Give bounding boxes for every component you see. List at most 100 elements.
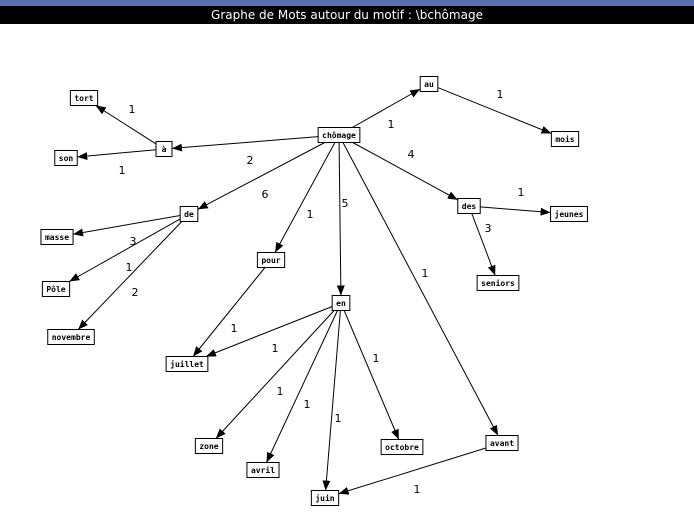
graph-edge-de-novembre — [77, 221, 183, 330]
graph-edge-weight: 1 — [335, 412, 342, 425]
graph-node-box — [246, 462, 280, 478]
window-top-strip — [0, 0, 694, 6]
graph-node-novembre: novembre — [47, 329, 95, 345]
graph-edge-weight: 1 — [129, 103, 136, 116]
graph-edge-weight: 1 — [272, 342, 279, 355]
graph-edge-weight: 1 — [304, 398, 311, 411]
graph-node-label: tort — [74, 94, 93, 103]
graph-node-box — [47, 329, 95, 345]
graph-edge-a-son — [77, 149, 157, 161]
graph-edge-en-juin — [322, 310, 341, 491]
graph-node-label: juin — [315, 493, 334, 503]
graph-edge-weight: 3 — [130, 235, 137, 248]
graph-edge-weight: 1 — [277, 385, 284, 398]
graph-edge-chomage-au — [351, 88, 421, 128]
graph-title: Graphe de Mots autour du motif : \bchôma… — [211, 8, 483, 22]
graph-node-label: de — [184, 210, 194, 219]
graph-node-masse: masse — [40, 229, 74, 245]
graph-edge-chomage-a — [171, 136, 319, 152]
graph-edge-weight: 1 — [373, 352, 380, 365]
graph-node-label: masse — [45, 233, 69, 242]
graph-edge-weight: 1 — [307, 208, 314, 221]
graph-edge-en-avril — [266, 310, 338, 463]
graph-edge-chomage-en — [336, 142, 345, 296]
graph-node-label: juillet — [170, 359, 204, 369]
graph-node-box — [485, 435, 519, 451]
graph-node-box — [179, 206, 199, 222]
graph-node-box — [457, 198, 481, 214]
graph-edge-weight: 1 — [422, 267, 429, 280]
graph-node-label: des — [462, 202, 477, 211]
graph-edge-weight: 1 — [497, 88, 504, 101]
graph-node-box — [331, 295, 351, 311]
graph-node-label: jeunes — [555, 209, 584, 219]
graph-edge-chomage-avant — [342, 142, 499, 436]
graph-edge-chomage-de — [197, 142, 325, 210]
graph-edge-weight: 1 — [388, 118, 395, 131]
graph-node-chomage: chômage — [317, 127, 361, 143]
graph-node-jeunes: jeunes — [550, 206, 588, 222]
graph-node-label: seniors — [481, 278, 515, 288]
graph-node-box — [550, 206, 588, 222]
graph-node-avril: avril — [246, 462, 280, 478]
graph-edge-weight: 2 — [247, 154, 254, 167]
graph-node-son: son — [54, 150, 78, 166]
graph-node-box — [165, 356, 209, 372]
graph-node-octobre: octobre — [380, 439, 424, 455]
graph-node-zone: zone — [194, 438, 224, 454]
graph-node-box — [256, 252, 286, 268]
graph-edge-weight: 4 — [408, 148, 415, 161]
graph-node-box — [194, 438, 224, 454]
graph-node-box — [476, 275, 520, 291]
graph-edge-en-octobre — [343, 310, 400, 440]
graph-node-box — [69, 90, 99, 106]
graph-node-a: à — [155, 141, 173, 157]
graph-node-box — [310, 490, 340, 506]
graph-node-box — [155, 141, 173, 157]
graph-edge-a-tort — [95, 105, 157, 145]
graph-node-box — [317, 127, 361, 143]
graph-node-box — [550, 131, 580, 147]
graph-edge-chomage-pour — [274, 142, 336, 253]
graph-node-label: chômage — [322, 130, 356, 140]
graph-edge-weight: 1 — [231, 322, 238, 335]
graph-node-avant: avant — [485, 435, 519, 451]
graph-node-label: zone — [199, 442, 218, 451]
graph-title-bar: Graphe de Mots autour du motif : \bchôma… — [0, 6, 694, 24]
graph-node-box — [41, 281, 71, 297]
graph-node-label: avant — [490, 439, 514, 448]
edges-layer — [69, 87, 552, 495]
graph-edge-chomage-des — [352, 142, 459, 201]
graph-edge-au-mois — [437, 87, 552, 134]
graph-edge-weight: 1 — [414, 483, 421, 496]
graph-node-box — [40, 229, 74, 245]
graph-node-de: de — [179, 206, 199, 222]
graph-node-seniors: seniors — [476, 275, 520, 291]
graph-node-box — [54, 150, 78, 166]
graph-node-box — [380, 439, 424, 455]
graph-node-label: son — [59, 154, 74, 163]
graph-edge-en-zone — [215, 310, 335, 439]
graph-edge-weight: 2 — [132, 286, 139, 299]
graph-edge-weight: 6 — [262, 188, 269, 201]
graph-node-juillet: juillet — [165, 356, 209, 372]
graph-edge-des-jeunes — [480, 206, 551, 216]
graph-node-label: Pôle — [46, 284, 65, 294]
graph-node-label: octobre — [385, 443, 419, 452]
graph-node-des: des — [457, 198, 481, 214]
graph-node-tort: tort — [69, 90, 99, 106]
graph-edge-des-seniors — [471, 213, 496, 276]
graph-edge-weight: 5 — [342, 197, 349, 210]
graph-node-label: en — [336, 299, 346, 308]
graph-edge-en-juillet — [205, 306, 333, 357]
graph-edge-pour-juillet — [192, 267, 266, 357]
graph-edge-avant-juin — [338, 447, 487, 495]
graph-node-pour: pour — [256, 252, 286, 268]
graph-edge-de-pole — [69, 218, 181, 282]
graph-node-label: au — [424, 80, 434, 89]
graph-edge-weight: 3 — [485, 222, 492, 235]
graph-edge-weight: 1 — [119, 164, 126, 177]
graph-edge-weight: 1 — [518, 186, 525, 199]
